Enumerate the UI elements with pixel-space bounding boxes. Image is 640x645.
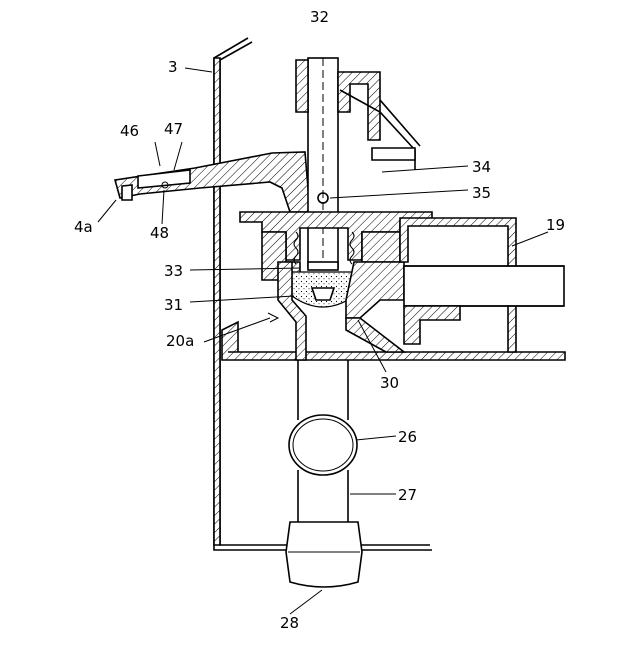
- valve-seal-31: [292, 272, 354, 307]
- label-46: 46: [120, 122, 139, 140]
- valve-stem-32: [308, 58, 338, 268]
- label-34: 34: [472, 158, 491, 176]
- lever-4a: [115, 152, 310, 212]
- label-19: 19: [546, 216, 565, 234]
- label-31: 31: [164, 296, 183, 314]
- label-35: 35: [472, 184, 491, 202]
- label-20a: 20a: [166, 332, 194, 350]
- label-32: 32: [310, 8, 329, 26]
- outlet-pipe-19: [400, 218, 564, 352]
- label-48: 48: [150, 224, 169, 242]
- label-26: 26: [398, 428, 417, 446]
- weight-28: [286, 522, 362, 587]
- label-4a: 4a: [74, 218, 93, 236]
- label-47: 47: [164, 120, 183, 138]
- label-3: 3: [168, 58, 178, 76]
- label-30: 30: [380, 374, 399, 392]
- label-28: 28: [280, 614, 299, 632]
- label-27: 27: [398, 486, 417, 504]
- float-ball-26: [289, 415, 357, 475]
- label-33: 33: [164, 262, 183, 280]
